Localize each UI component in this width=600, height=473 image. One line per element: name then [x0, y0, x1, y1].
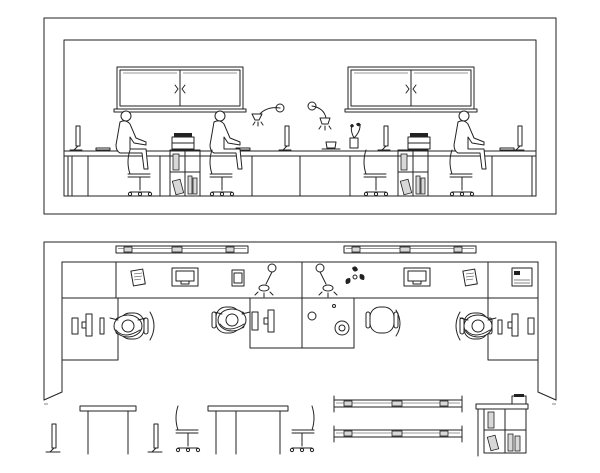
printer-right: [407, 133, 431, 150]
document-plan-1: [130, 268, 146, 287]
keyboard-plan-2: [251, 311, 259, 331]
keyboard-plan-1: [71, 317, 79, 335]
window-left: [113, 66, 247, 113]
lamp-plan-left: [254, 263, 277, 298]
cup-plan: [307, 311, 317, 321]
pedestal-right: [397, 149, 429, 197]
person-1-elevation: [115, 110, 149, 170]
elevation-outer-frame: [43, 17, 557, 215]
shelf-plan-right: [343, 245, 477, 254]
monitor-4-elevation: [511, 125, 525, 151]
desk-legs: [67, 155, 533, 197]
block-shelf-1: [333, 395, 463, 413]
shelf-plan-left: [115, 245, 249, 254]
furniture-blocks: [45, 394, 529, 457]
round-object-plan: [334, 320, 350, 336]
person-2-elevation: [209, 110, 243, 170]
corner-right: [487, 261, 539, 299]
elevation-view: [43, 17, 557, 215]
plant-pot: [349, 122, 361, 149]
monitor-plan-4: [507, 313, 519, 337]
screen-plan-1: [171, 267, 199, 287]
plan-view: [43, 241, 557, 405]
chair-1-elevation: [127, 149, 153, 197]
block-monitor-left: [45, 423, 61, 453]
block-chair-1: [175, 405, 201, 453]
block-monitor-right: [147, 423, 163, 453]
corner-left: [61, 261, 117, 299]
block-pedestal: [475, 394, 529, 457]
desk-lamp-right: [307, 101, 332, 131]
pedestal-left: [169, 149, 201, 197]
block-table-2: [207, 405, 289, 455]
desk-lamp-left: [251, 103, 285, 127]
block-table-1: [79, 405, 137, 455]
person-4-elevation: [453, 110, 487, 170]
document-plan-2: [462, 268, 478, 287]
chair-4-elevation: [449, 149, 475, 197]
tablet-plan: [231, 269, 245, 287]
monitor-2-elevation: [278, 125, 292, 151]
chair-plan-3: [365, 306, 399, 334]
block-chair-2: [289, 405, 315, 453]
printer-left: [171, 133, 195, 150]
coffee-cup: [321, 141, 341, 150]
keyboard-plan-4: [527, 317, 535, 335]
plant-plan: [345, 266, 365, 284]
chair-3-elevation: [363, 149, 389, 197]
screen-plan-2: [403, 267, 431, 287]
keyboard-3: [499, 147, 515, 151]
desk-back-right: [301, 261, 489, 299]
monitor-plan-2: [263, 309, 275, 333]
monitor-plan-1: [81, 313, 93, 337]
window-right: [344, 66, 478, 113]
monitor-3-elevation: [377, 125, 391, 151]
plan-outer-walls: [43, 241, 557, 401]
lamp-plan-right: [315, 263, 338, 298]
printer-plan: [511, 267, 533, 287]
keyboard-1: [95, 147, 111, 151]
monitor-1-elevation: [69, 125, 83, 151]
block-shelf-2: [333, 425, 463, 443]
chair-2-elevation: [209, 149, 235, 197]
